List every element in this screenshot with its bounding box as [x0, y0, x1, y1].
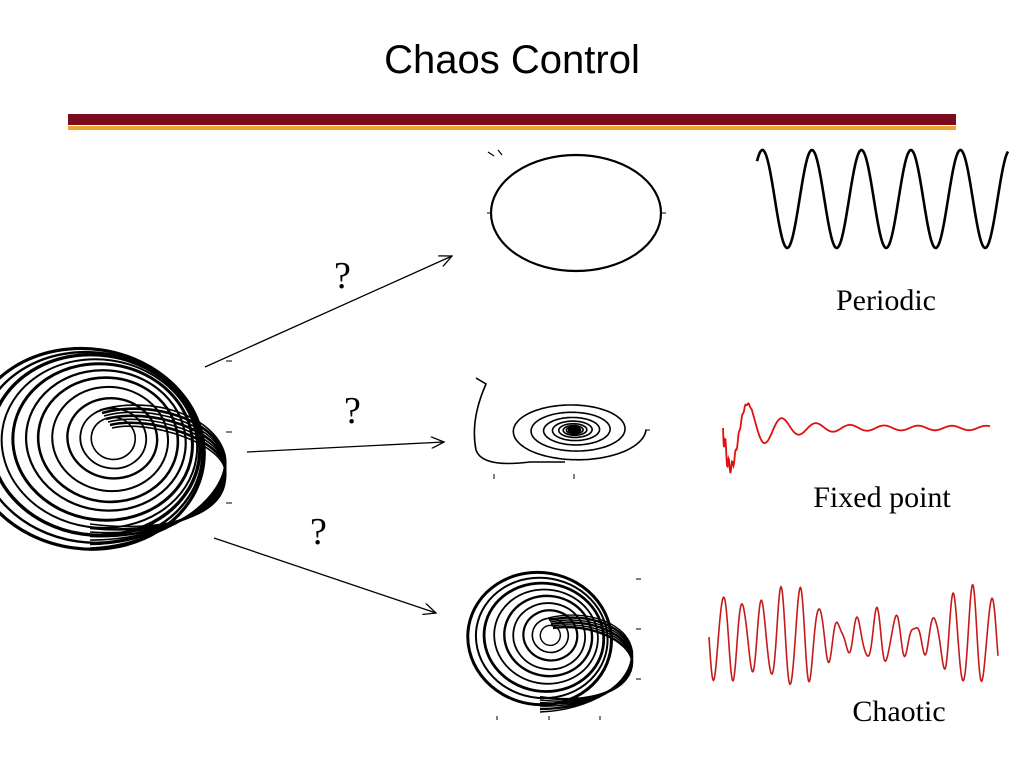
chaotic-signal-wave: [708, 583, 999, 686]
chaotic-wave-line: [708, 583, 999, 686]
attractor-loop: [522, 609, 579, 662]
attractor-strand: [89, 425, 226, 528]
attractor-strand: [539, 616, 634, 711]
fixed-point-signal-wave: [722, 402, 991, 474]
chaotic-attractor: [466, 570, 634, 713]
attractor-loop: [0, 346, 206, 551]
attractor-loop: [474, 576, 609, 700]
periodic-limit-cycle: [487, 149, 666, 273]
source-attractor-ticks: [226, 360, 232, 504]
attractor-loop: [0, 350, 204, 544]
spiral-line: [512, 404, 647, 461]
periodic-label: Periodic: [836, 284, 936, 317]
attractor-strand: [539, 625, 634, 701]
slide-title: Chaos Control: [384, 38, 640, 82]
chaotic-attractor-ticks: [496, 578, 641, 720]
fixed-point-trajectory: [473, 377, 650, 479]
question-mark-periodic: ?: [334, 255, 351, 297]
attractor-loop: [466, 570, 613, 707]
attractor-strand: [539, 619, 633, 707]
fixed-point-dot: [568, 426, 580, 434]
fixed-point-spiral: [512, 404, 647, 461]
arrow-to-periodic: [204, 256, 452, 368]
title-underline: [68, 126, 956, 130]
fixed-point-label: Fixed point: [813, 481, 951, 514]
attractor-loop: [503, 594, 594, 678]
attractor-loop: [512, 602, 586, 671]
attractor-loop: [24, 369, 187, 512]
fixed-wave-line: [722, 402, 991, 474]
periodic-wave-line: [755, 148, 1010, 250]
attractor-loop: [493, 588, 599, 685]
periodic-signal-wave: [755, 148, 1010, 250]
title-bar: [68, 114, 956, 125]
question-mark-fixed-point: ?: [344, 390, 361, 432]
question-mark-chaotic: ?: [310, 511, 327, 553]
attractor-loop: [66, 396, 159, 480]
arrow-to-fixed-point: [246, 442, 444, 453]
attractor-loop: [0, 358, 199, 529]
attractor-loop: [36, 376, 180, 504]
source-chaotic-attractor: [0, 346, 227, 551]
attractor-loop: [0, 352, 202, 537]
attractor-loop: [11, 362, 194, 522]
attractor-loop: [482, 581, 606, 693]
attractor-loop: [51, 385, 170, 493]
chaotic-label: Chaotic: [852, 695, 945, 728]
arrow-to-chaotic: [213, 537, 436, 613]
